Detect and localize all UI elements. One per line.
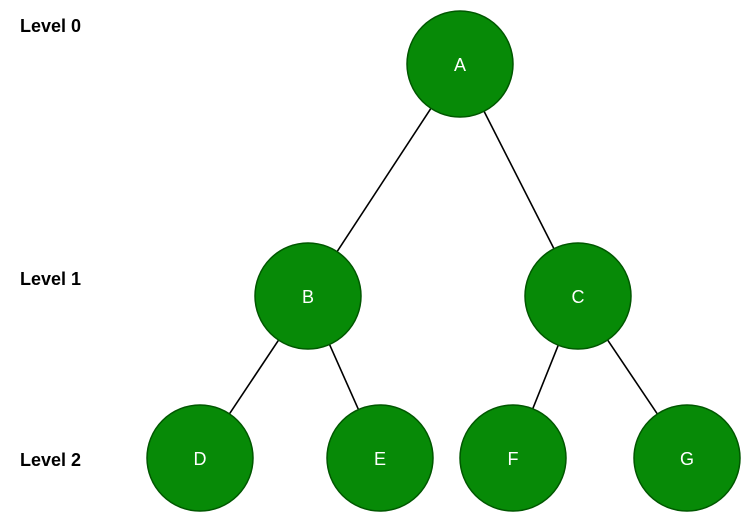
node-label-F: F xyxy=(508,449,519,469)
node-A: A xyxy=(406,10,514,118)
node-F: F xyxy=(459,404,567,512)
edge-C-F xyxy=(531,344,560,410)
node-circle-B xyxy=(254,242,362,350)
node-label-A: A xyxy=(454,55,466,75)
node-E: E xyxy=(326,404,434,512)
node-label-D: D xyxy=(194,449,207,469)
level-2-label: Level 2 xyxy=(20,450,82,470)
edge-B-E xyxy=(328,344,360,410)
node-C: C xyxy=(524,242,632,350)
node-circle-F xyxy=(459,404,567,512)
node-G: G xyxy=(633,404,741,512)
edge-C-G xyxy=(606,339,659,415)
tree-edges xyxy=(228,107,659,415)
node-circle-D xyxy=(146,404,254,512)
edge-B-D xyxy=(228,339,280,415)
node-label-C: C xyxy=(572,287,585,307)
node-circle-A xyxy=(406,10,514,118)
node-B: B xyxy=(254,242,362,350)
node-label-E: E xyxy=(374,449,386,469)
tree-nodes: A B C D E F G xyxy=(146,10,741,512)
edge-A-C xyxy=(483,110,555,250)
level-1-label: Level 1 xyxy=(20,269,82,289)
node-circle-C xyxy=(524,242,632,350)
level-0-label: Level 0 xyxy=(20,16,82,36)
node-label-G: G xyxy=(680,449,694,469)
node-D: D xyxy=(146,404,254,512)
node-circle-E xyxy=(326,404,434,512)
node-label-B: B xyxy=(302,287,314,307)
node-circle-G xyxy=(633,404,741,512)
edge-A-B xyxy=(336,107,432,253)
